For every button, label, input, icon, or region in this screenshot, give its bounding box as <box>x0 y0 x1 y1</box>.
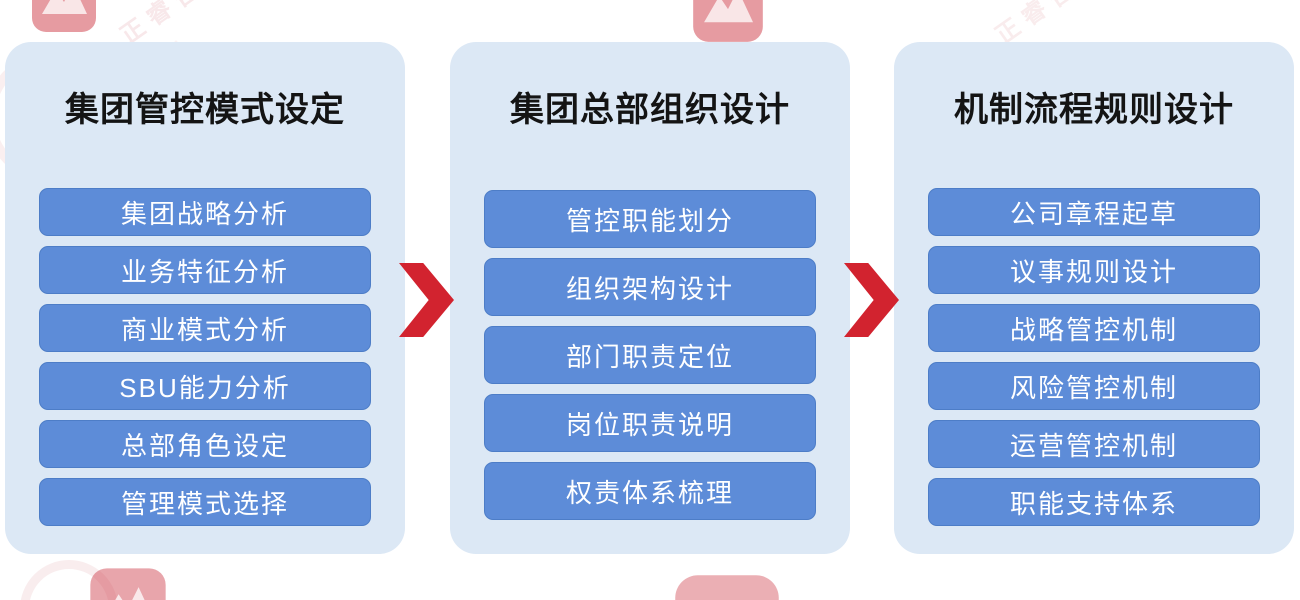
process-step-pill: 公司章程起草 <box>928 188 1260 236</box>
process-step-pill: 总部角色设定 <box>39 420 371 468</box>
process-step-pill: 权责体系梳理 <box>484 462 816 520</box>
process-step-pill: 部门职责定位 <box>484 326 816 384</box>
process-step-pill: 管理模式选择 <box>39 478 371 526</box>
arrow-right-icon <box>844 263 899 337</box>
stage-panel-1: 集团管控模式设定集团战略分析业务特征分析商业模式分析 SBU能力分析总部角色设定管… <box>5 42 405 554</box>
watermark-stamp-icon <box>691 0 765 44</box>
stage-title: 机制流程规则设计 <box>954 91 1234 129</box>
process-step-pill: 商业模式分析 <box>39 304 371 352</box>
stage-title: 集团总部组织设计 <box>510 91 790 129</box>
process-step-pill: 集团战略分析 <box>39 188 371 236</box>
process-step-pill: SBU能力分析 <box>39 362 371 410</box>
process-step-pill: 议事规则设计 <box>928 246 1260 294</box>
process-step-pill: 运营管控机制 <box>928 420 1260 468</box>
watermark-stamp-icon <box>672 572 782 600</box>
watermark-stamp-icon <box>88 566 168 600</box>
process-step-pill: 战略管控机制 <box>928 304 1260 352</box>
arrow-right-icon <box>399 263 454 337</box>
stage-title: 集团管控模式设定 <box>65 91 345 129</box>
watermark-stamp-icon <box>30 0 98 34</box>
process-step-pill: 职能支持体系 <box>928 478 1260 526</box>
process-step-pill: 管控职能划分 <box>484 190 816 248</box>
stage-panel-3: 机制流程规则设计公司章程起草议事规则设计战略管控机制风险管控机制运营管控机制职能… <box>894 42 1294 554</box>
stage-panel-2: 集团总部组织设计管控职能划分组织架构设计部门职责定位岗位职责说明权责体系梳理 <box>450 42 850 554</box>
process-step-pill: 岗位职责说明 <box>484 394 816 452</box>
process-step-pill: 风险管控机制 <box>928 362 1260 410</box>
process-step-pill: 组织架构设计 <box>484 258 816 316</box>
process-step-pill: 业务特征分析 <box>39 246 371 294</box>
